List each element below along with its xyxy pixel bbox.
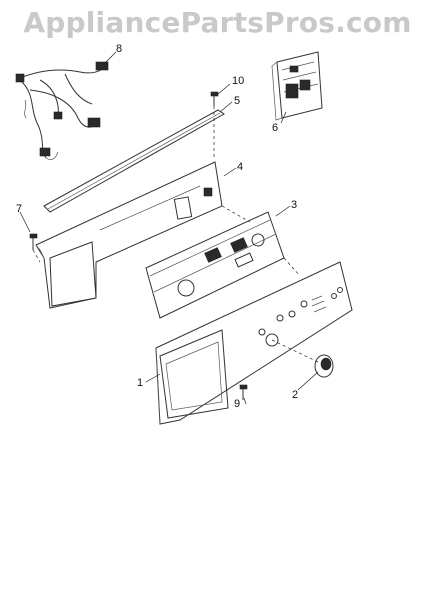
callout-3: 3 [291, 199, 297, 211]
control-board [271, 51, 323, 121]
callout-5: 5 [234, 95, 240, 107]
screw-top [210, 91, 219, 106]
callout-1: 1 [137, 377, 143, 389]
console-front-panel [155, 261, 353, 425]
leader-lines [19, 51, 319, 405]
control-knob [314, 354, 334, 378]
screw-left [29, 233, 38, 250]
console-inner-panel [145, 211, 285, 319]
callout-7: 7 [16, 203, 22, 215]
callout-2: 2 [292, 389, 298, 401]
callout-10: 10 [232, 75, 244, 87]
callout-8: 8 [116, 43, 122, 55]
callout-9: 9 [234, 398, 240, 410]
watermark: AppliancePartsPros.com [23, 6, 412, 39]
console-back-panel [35, 161, 223, 309]
callout-4: 4 [237, 161, 243, 173]
support-rail [43, 109, 225, 213]
callout-6: 6 [272, 122, 278, 134]
wire-harness [15, 61, 109, 160]
screw-bottom [239, 384, 248, 400]
callout-labels: 8 10 5 6 4 3 7 1 2 9 [16, 43, 298, 410]
